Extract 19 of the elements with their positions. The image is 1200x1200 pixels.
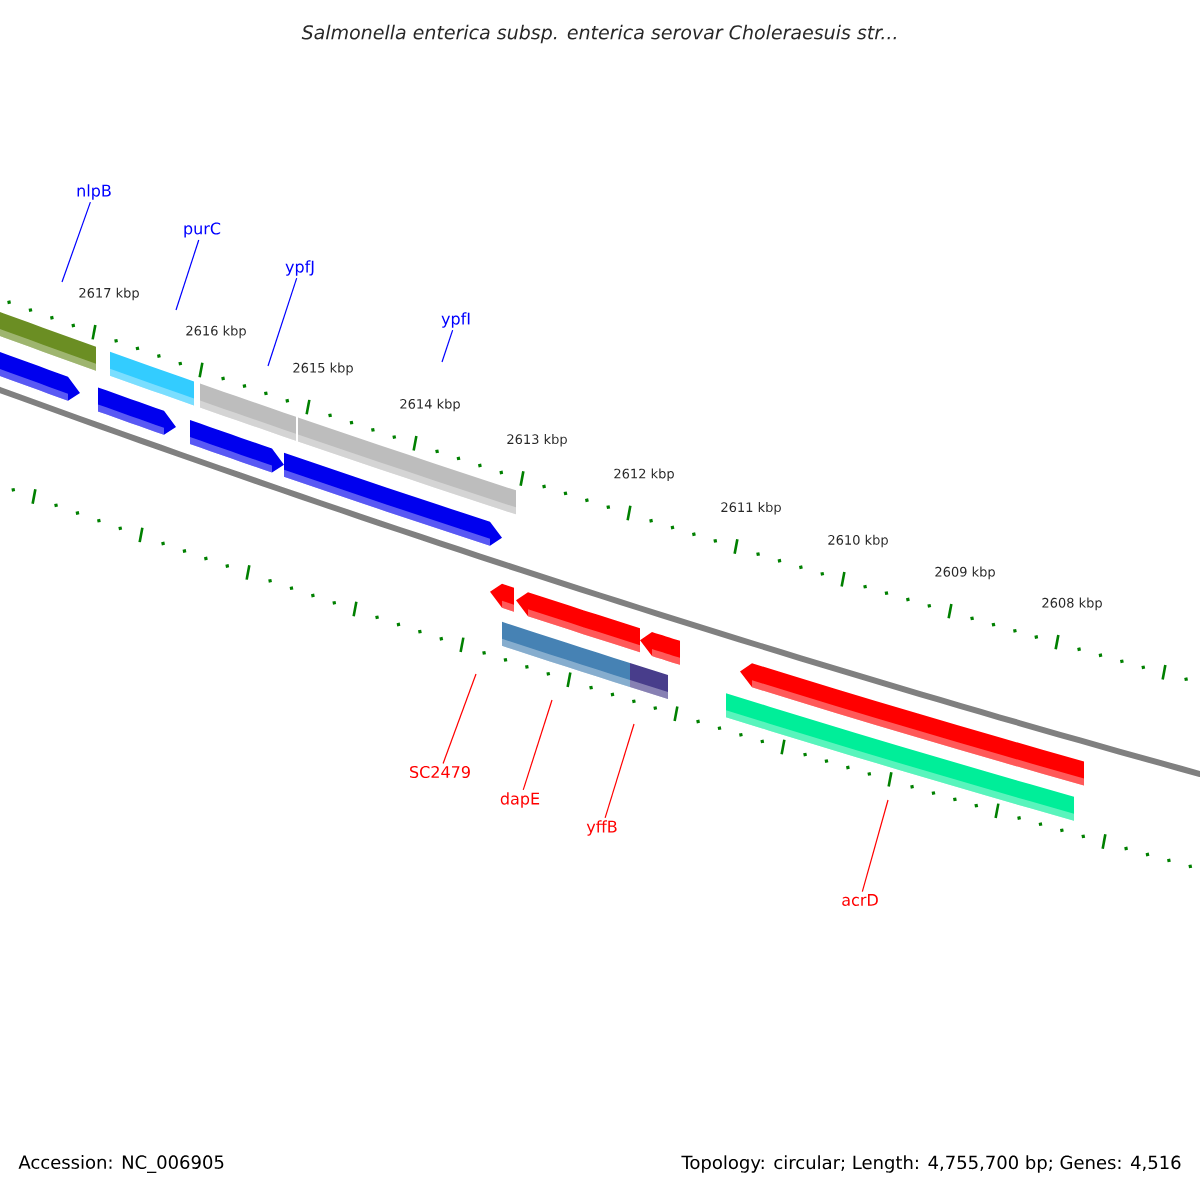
leader-line <box>267 277 298 367</box>
gene-label: dapE <box>500 792 540 808</box>
leader-line <box>604 723 635 819</box>
gene-label: nlpB <box>77 184 111 200</box>
footer-text: Topology: circular; Length: 4,755,700 bp; Genes: 4,516 <box>681 1155 1181 1173</box>
gene-label: ypfJ <box>285 260 314 276</box>
gene-label: yffB <box>586 820 617 836</box>
gene-label: acrD <box>842 894 878 906</box>
title: Salmonella enterica subsp. enterica serovar Choleraesuis str... <box>301 24 896 44</box>
leader-line <box>442 673 477 765</box>
leader-line <box>61 201 91 283</box>
leader-line <box>522 699 553 791</box>
gene-label: SC2479 <box>410 765 470 779</box>
footer-text: Accession: NC_006905 <box>18 1155 224 1173</box>
leader-line <box>175 239 200 311</box>
gene-label: ypfI <box>441 312 470 328</box>
gene-label: purC <box>184 222 221 238</box>
leader-line <box>861 799 889 893</box>
leader-line <box>441 329 454 363</box>
